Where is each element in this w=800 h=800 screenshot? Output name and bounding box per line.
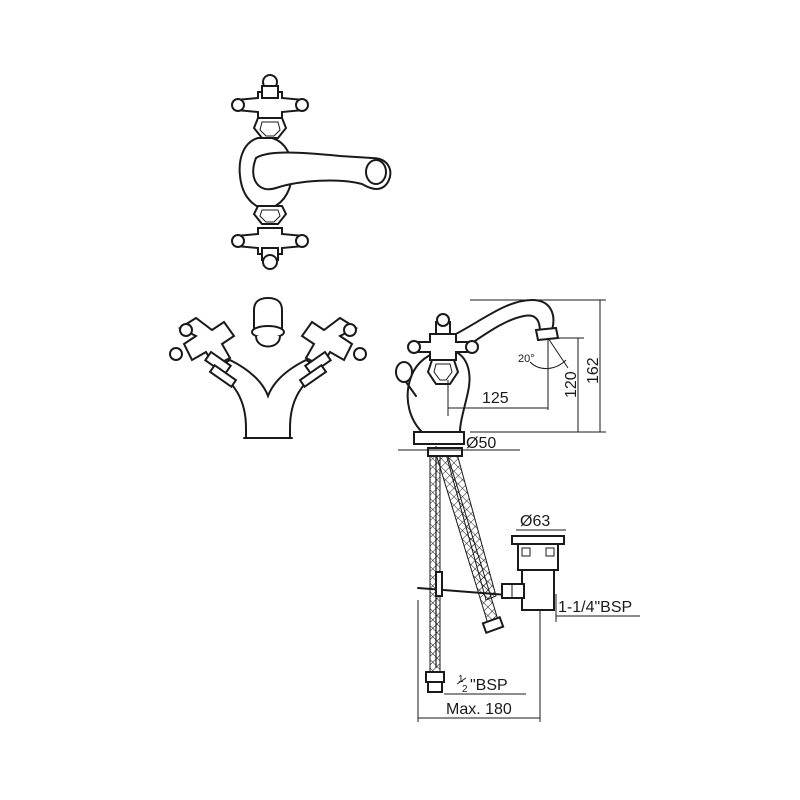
left-handle xyxy=(169,316,238,389)
side-view-base xyxy=(413,431,465,445)
pop-up-waste xyxy=(501,535,565,611)
side-cross-handle xyxy=(407,313,479,385)
side-view xyxy=(395,298,565,693)
spout-reach-label: 125 xyxy=(482,390,509,407)
waste-thread-label: 1-1/4"BSP xyxy=(558,599,632,616)
lower-cross-handle xyxy=(231,205,309,270)
spout-height-label: 120 xyxy=(563,371,580,398)
hose-thread-label: "BSP xyxy=(470,677,508,694)
max-hose-length-label: Max. 180 xyxy=(446,701,512,718)
front-view xyxy=(169,296,367,439)
hose-thread-frac-den: 2 xyxy=(462,684,468,695)
flexible-hoses xyxy=(425,446,505,693)
base-diameter-label: Ø50 xyxy=(466,435,496,452)
hose-thread-frac-num: 1 xyxy=(458,674,464,685)
dimensions: 162 120 20° 125 Ø50 Ø63 1-1/4"BSP 1 2 "B… xyxy=(398,299,640,722)
top-view-lever xyxy=(252,151,392,191)
right-handle xyxy=(298,316,367,389)
upper-cross-handle xyxy=(231,74,309,139)
overall-height-label: 162 xyxy=(585,357,602,384)
waste-diameter-label: Ø63 xyxy=(520,513,550,530)
spout-angle-label: 20° xyxy=(518,353,535,365)
front-view-base xyxy=(209,358,327,439)
top-view xyxy=(231,74,392,270)
